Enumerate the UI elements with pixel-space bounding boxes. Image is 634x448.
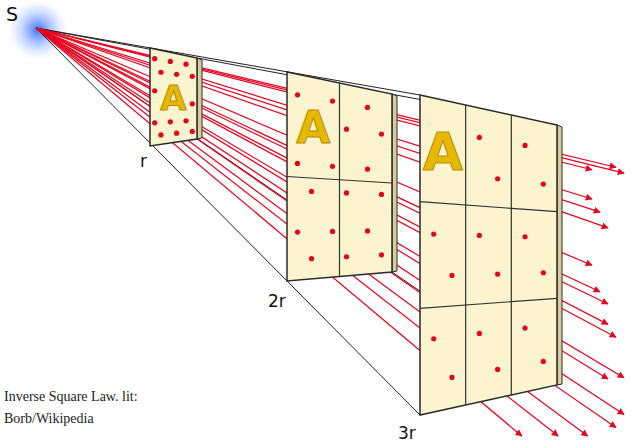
ray-dot xyxy=(168,119,173,124)
ray-dot xyxy=(152,56,157,61)
ray-dot xyxy=(431,336,436,341)
ray-dot xyxy=(295,229,300,234)
ray-dot xyxy=(541,359,546,364)
ray-dot xyxy=(431,231,436,236)
area-letter: A xyxy=(160,81,186,115)
distance-label: r xyxy=(140,152,147,171)
ray-dot xyxy=(449,375,454,380)
ray-dot xyxy=(344,190,349,195)
ray-dot xyxy=(541,181,546,186)
ray-dot xyxy=(379,192,384,197)
ray-dot xyxy=(168,59,173,64)
ray-dot xyxy=(541,270,546,275)
ray-dot xyxy=(183,62,188,67)
distance-label: 2r xyxy=(268,292,286,311)
ray-dot xyxy=(495,176,500,181)
ray-dot xyxy=(522,143,527,148)
panel-face xyxy=(420,95,557,415)
light-ray xyxy=(36,28,624,414)
ray-dot xyxy=(365,228,370,233)
ray-dot xyxy=(295,161,300,166)
ray-dot xyxy=(158,132,163,137)
ray-dot xyxy=(330,164,335,169)
pyramid-edge xyxy=(36,28,420,95)
ray-dot xyxy=(190,74,195,79)
ray-dot xyxy=(449,273,454,278)
ray-dot xyxy=(477,331,482,336)
ray-dot xyxy=(365,167,370,172)
ray-dot xyxy=(330,98,335,103)
grid-line xyxy=(465,105,466,405)
source-label: S xyxy=(6,4,18,25)
grid-line xyxy=(511,115,512,395)
ray-dot xyxy=(522,325,527,330)
ray-dot xyxy=(174,72,179,77)
area-panel: A xyxy=(283,68,404,289)
ray-dot xyxy=(309,189,314,194)
ray-dot xyxy=(344,254,349,259)
ray-dot xyxy=(190,101,195,106)
pyramid-edge xyxy=(36,28,420,415)
ray-dot xyxy=(477,135,482,140)
grid-line xyxy=(287,177,392,184)
panel-face xyxy=(287,72,392,281)
area-panel: A xyxy=(416,91,569,423)
area-panel: A xyxy=(146,44,209,154)
ray-dot xyxy=(152,120,157,125)
panel-outline xyxy=(283,68,404,289)
light-ray xyxy=(36,28,558,436)
ray-dot xyxy=(344,127,349,132)
grid-line xyxy=(420,298,557,308)
distance-label: 3r xyxy=(398,424,416,443)
area-letter: A xyxy=(423,126,463,178)
ray-dot xyxy=(365,105,370,110)
figure-caption: Inverse Square Law. lit: Borb/Wikipedia xyxy=(4,386,154,429)
ray-dot xyxy=(295,92,300,97)
ray-dot xyxy=(183,118,188,123)
ray-dot xyxy=(158,70,163,75)
ray-dot xyxy=(190,129,195,134)
light-rays xyxy=(36,28,624,436)
ray-dot xyxy=(379,252,384,257)
ray-dot xyxy=(522,234,527,239)
light-ray xyxy=(36,28,616,428)
ray-dot xyxy=(477,233,482,238)
grid-line xyxy=(420,202,557,212)
light-ray xyxy=(36,28,588,436)
ray-dot xyxy=(309,256,314,261)
ray-dot xyxy=(379,131,384,136)
area-letter: A xyxy=(296,106,330,150)
ray-dot xyxy=(174,131,179,136)
ray-dot xyxy=(152,88,157,93)
ray-dot xyxy=(495,271,500,276)
panel-face xyxy=(150,48,197,146)
ray-dot xyxy=(330,229,335,234)
ray-dot xyxy=(495,367,500,372)
